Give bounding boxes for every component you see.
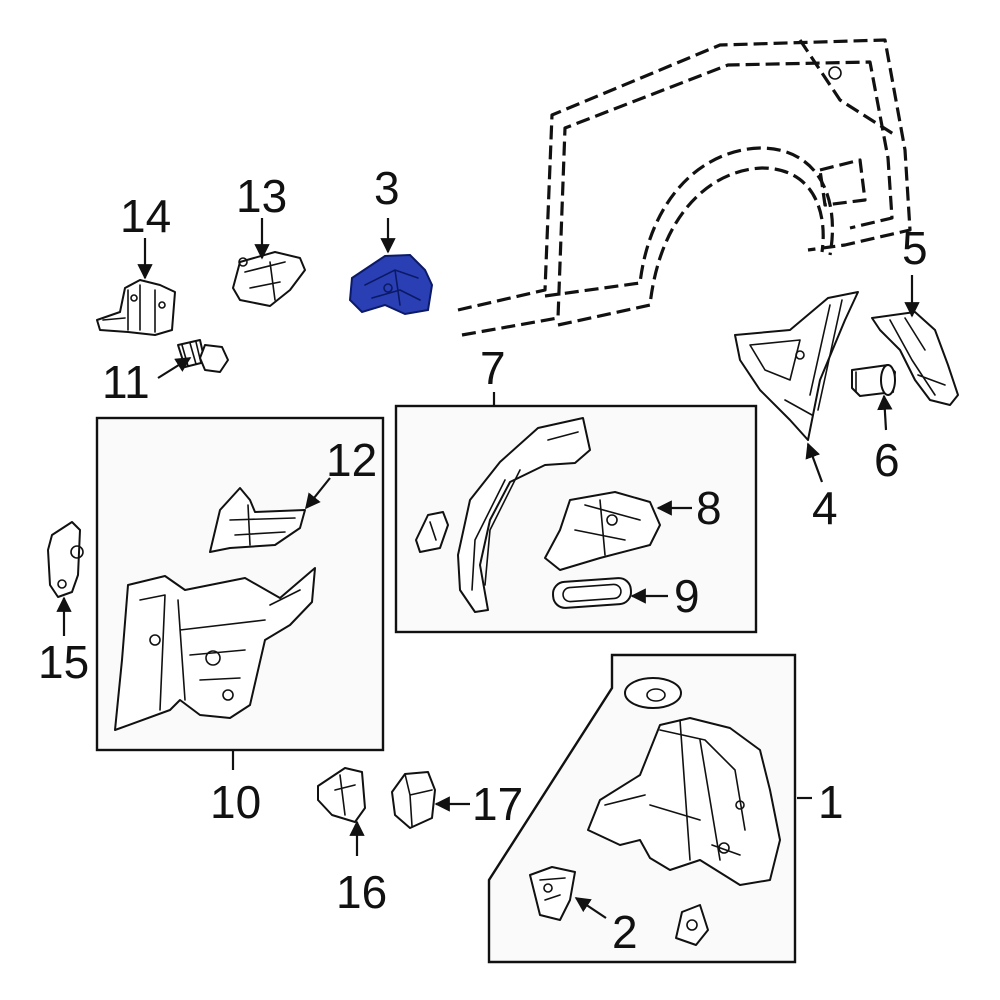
callout-7: 7	[480, 342, 506, 394]
callout-17: 17	[472, 778, 523, 830]
callout-5: 5	[902, 222, 928, 274]
callout-1: 1	[818, 776, 844, 828]
part-6-plug[interactable]	[851, 364, 896, 397]
part-15-bracket[interactable]	[47, 521, 84, 598]
callout-9: 9	[674, 570, 700, 622]
callout-10: 10	[210, 776, 261, 828]
callout-13: 13	[236, 170, 287, 222]
callout-11: 11	[102, 356, 150, 408]
callout-14: 14	[120, 190, 171, 242]
callout-3: 3	[374, 162, 400, 214]
part-17-block[interactable]	[391, 771, 436, 829]
group-box-10	[95, 416, 385, 752]
callout-15: 15	[38, 636, 89, 688]
callout-2: 2	[612, 906, 638, 958]
callout-8: 8	[696, 482, 722, 534]
vehicle-body-outline	[457, 38, 912, 337]
part-11-bolt[interactable]	[177, 339, 229, 373]
group-box-7	[394, 404, 758, 634]
callout-12: 12	[326, 434, 377, 486]
group-box-1	[487, 653, 797, 964]
part-3-bracket-highlighted[interactable]	[348, 253, 434, 316]
part-13-bracket[interactable]	[232, 251, 306, 307]
callout-16: 16	[336, 866, 387, 918]
callout-6: 6	[874, 434, 900, 486]
part-16-bracket[interactable]	[317, 767, 366, 823]
leader-lines	[56, 218, 920, 919]
callout-labels: 1 2 3 4 5 6 7 8 9 10 11 12 13 14 15 16 1…	[38, 162, 928, 958]
callout-4: 4	[812, 482, 838, 534]
part-14-hinge-bracket[interactable]	[96, 279, 176, 336]
part-4-pillar-panel[interactable]	[734, 291, 859, 441]
part-5-panel[interactable]	[871, 311, 959, 406]
